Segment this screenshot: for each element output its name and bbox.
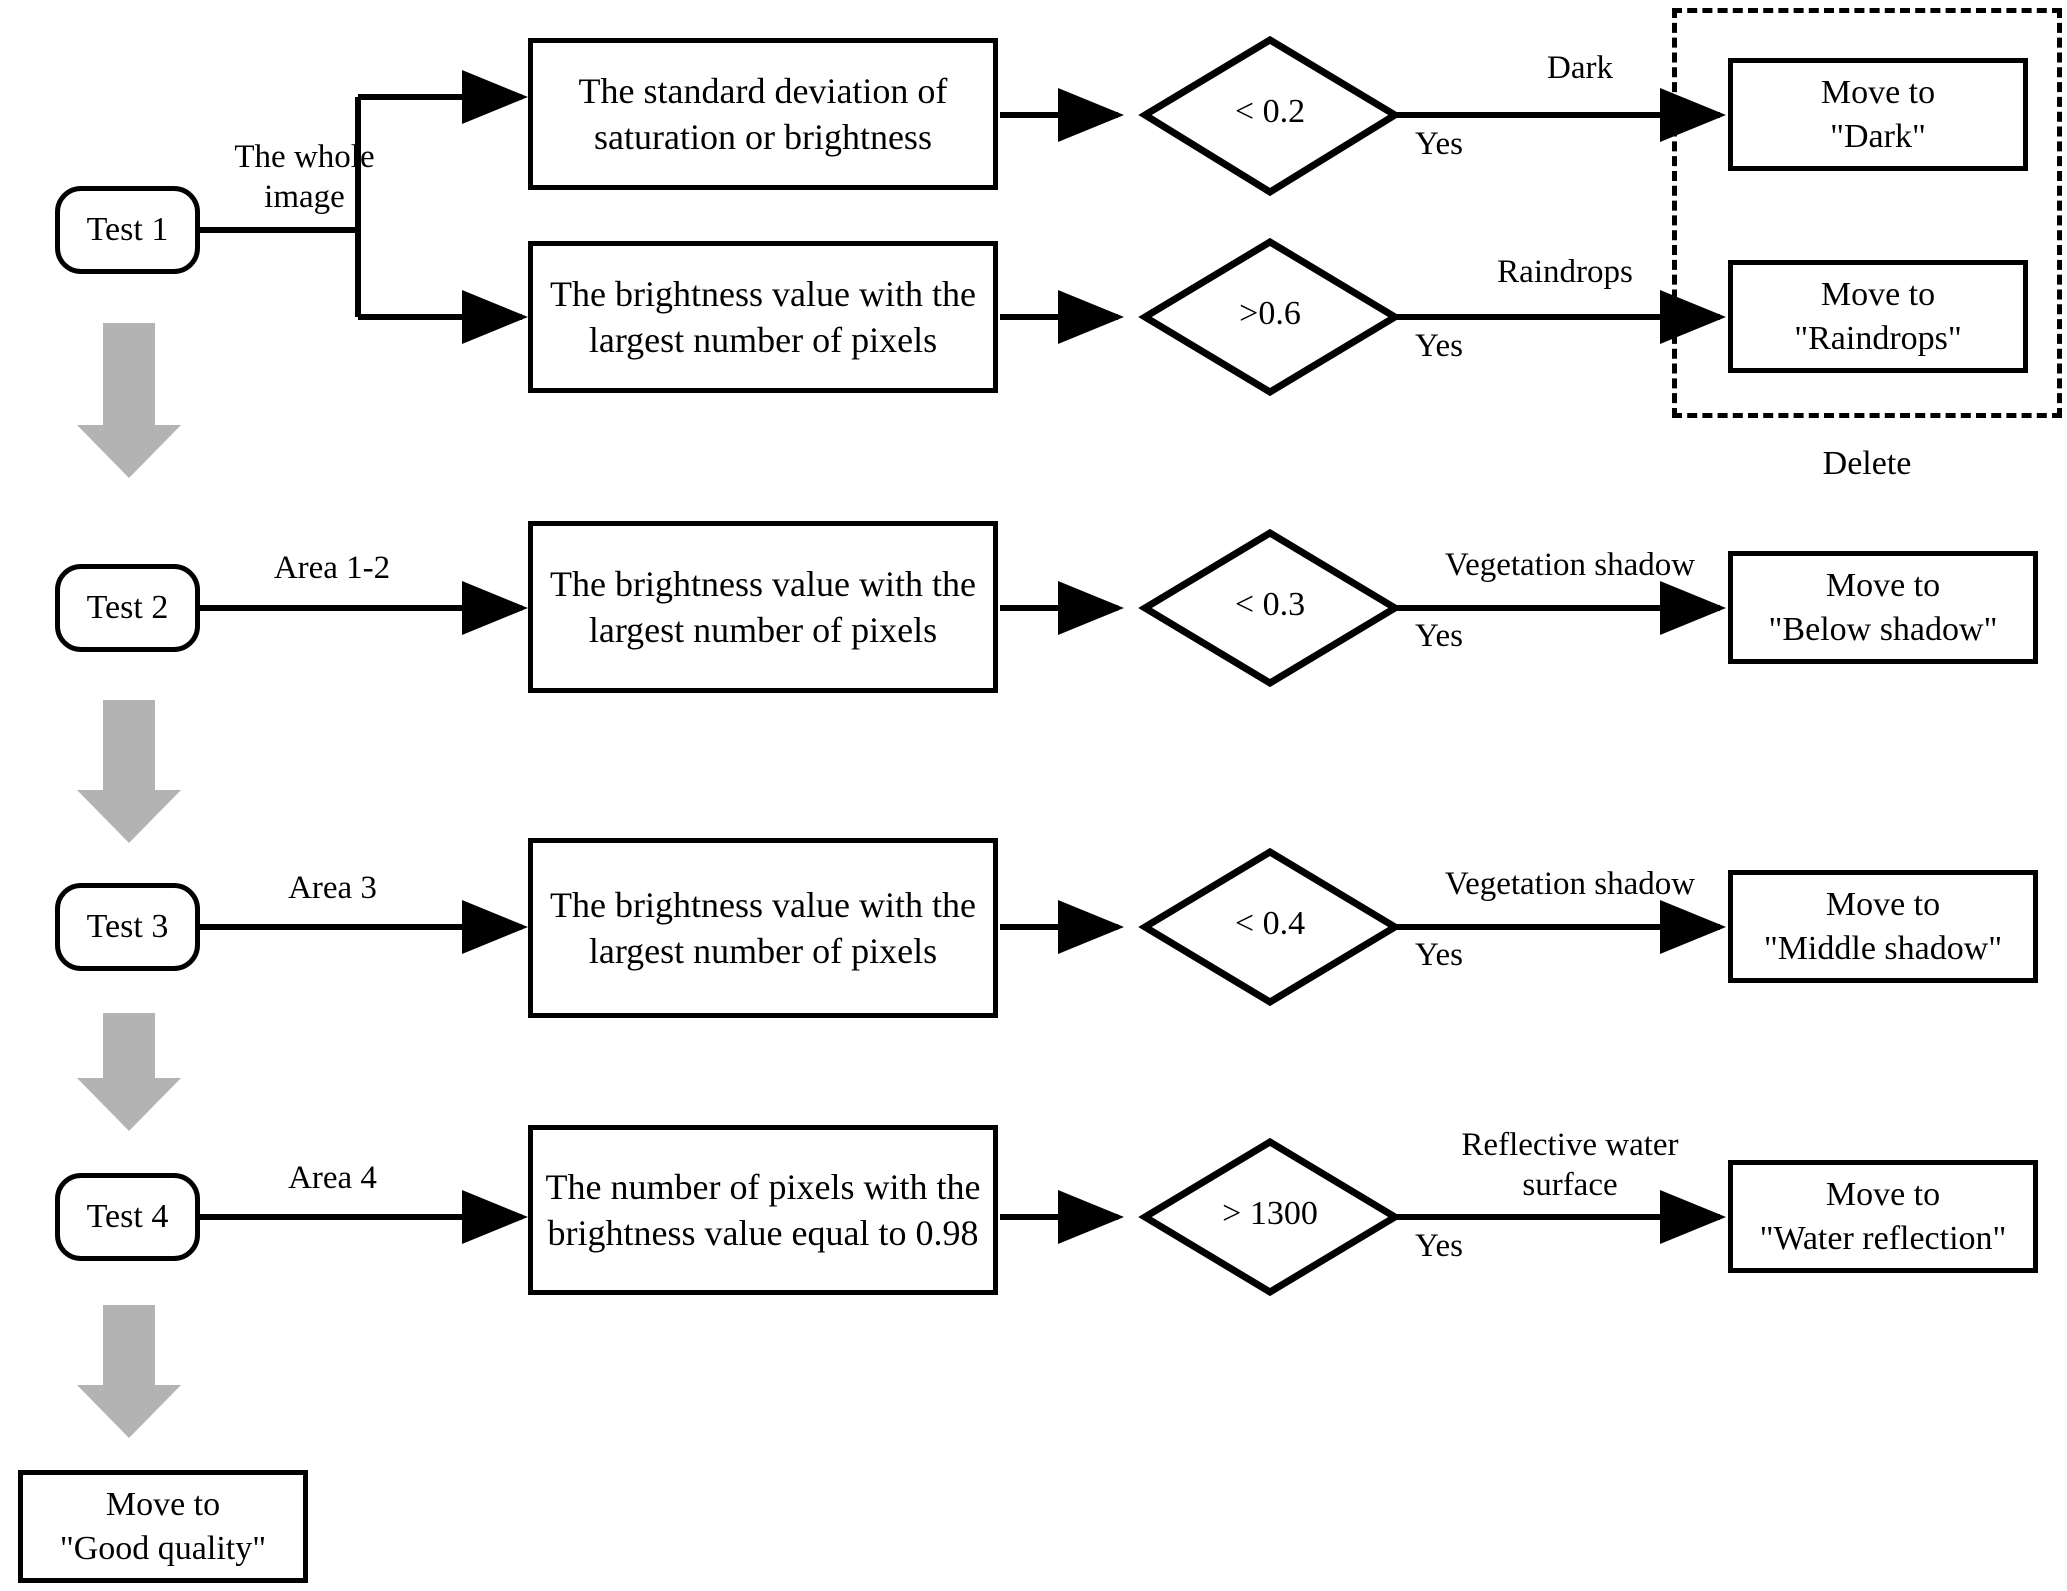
test3-condition: < 0.4 [1234, 905, 1306, 942]
test4-edge-label: Area 4 [288, 1160, 377, 1196]
final-action-box[interactable]: Move to "Good quality" [18, 1470, 308, 1583]
test3-action-box[interactable]: Move to "Middle shadow" [1728, 870, 2038, 983]
test3-node[interactable]: Test 3 [55, 883, 200, 971]
test1-branch2-action-box[interactable]: Move to "Raindrops" [1728, 260, 2028, 373]
test2-action-box[interactable]: Move to "Below shadow" [1728, 551, 2038, 664]
test2-metric-box[interactable]: The brightness value with the largest nu… [528, 521, 998, 693]
test2-condition: < 0.3 [1234, 586, 1306, 623]
test4-outcome-label: Reflective water surface [1461, 1127, 1679, 1204]
test3-edge-label: Area 3 [288, 870, 377, 906]
test4-node[interactable]: Test 4 [55, 1173, 200, 1261]
delete-group-caption: Delete [1822, 445, 1912, 482]
test2-action-text: Move to "Below shadow" [1768, 566, 1998, 648]
test1-branch1-metric-text: The standard deviation of saturation or … [578, 70, 948, 157]
test4-metric-text: The number of pixels with the brightness… [545, 1166, 981, 1253]
test4-label: Test 4 [86, 1198, 169, 1236]
test4-condition: > 1300 [1222, 1195, 1318, 1232]
test1-branch1-outcome-label: Dark [1547, 50, 1613, 86]
test4-action-box[interactable]: Move to "Water reflection" [1728, 1160, 2038, 1273]
test1-branch1-yes-label: Yes [1415, 126, 1464, 162]
test1-label: Test 1 [86, 211, 169, 249]
test1-branch2-outcome-label: Raindrops [1497, 254, 1633, 290]
test3-metric-box[interactable]: The brightness value with the largest nu… [528, 838, 998, 1018]
test3-metric-text: The brightness value with the largest nu… [550, 884, 976, 971]
test3-outcome-label: Vegetation shadow [1444, 866, 1696, 902]
test2-label: Test 2 [86, 589, 169, 627]
test1-branch2-metric-text: The brightness value with the largest nu… [550, 273, 976, 360]
test4-yes-label: Yes [1415, 1228, 1464, 1264]
test1-branch2-condition: >0.6 [1239, 295, 1301, 332]
final-action-text: Move to "Good quality" [59, 1485, 267, 1567]
test1-branch1-action-text: Move to "Dark" [1820, 73, 1936, 155]
test2-outcome-label: Vegetation shadow [1444, 547, 1696, 583]
test3-label: Test 3 [86, 908, 169, 946]
test1-edge-label: The whole image [234, 139, 375, 216]
test1-branch1-action-box[interactable]: Move to "Dark" [1728, 58, 2028, 171]
test1-node[interactable]: Test 1 [55, 186, 200, 274]
flow-arrow-group [77, 323, 181, 1438]
test2-node[interactable]: Test 2 [55, 564, 200, 652]
test1-branch1-metric-box[interactable]: The standard deviation of saturation or … [528, 38, 998, 190]
test1-branch2-metric-box[interactable]: The brightness value with the largest nu… [528, 241, 998, 393]
test2-yes-label: Yes [1415, 618, 1464, 654]
test3-yes-label: Yes [1415, 937, 1464, 973]
test2-metric-text: The brightness value with the largest nu… [550, 563, 976, 650]
test1-branch2-action-text: Move to "Raindrops" [1794, 275, 1962, 357]
test3-action-text: Move to "Middle shadow" [1763, 885, 2003, 967]
test4-action-text: Move to "Water reflection" [1759, 1175, 2007, 1257]
test2-edge-label: Area 1-2 [273, 550, 391, 586]
delete-group-box [1672, 8, 2062, 418]
test1-branch1-condition: < 0.2 [1234, 93, 1306, 130]
test1-branch2-yes-label: Yes [1415, 328, 1464, 364]
test4-metric-box[interactable]: The number of pixels with the brightness… [528, 1125, 998, 1295]
